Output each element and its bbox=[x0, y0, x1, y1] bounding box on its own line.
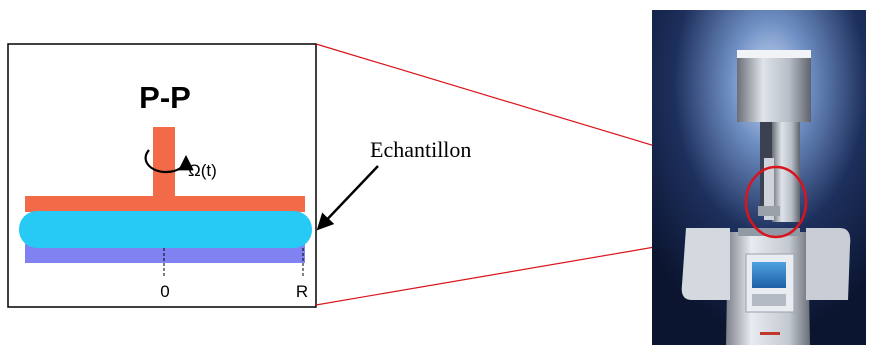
measuring-plate bbox=[738, 228, 800, 236]
axis-zero-label: 0 bbox=[160, 282, 169, 301]
motor-head-top bbox=[737, 50, 811, 58]
axis-radius-label: R bbox=[296, 282, 308, 301]
rheometer-photo bbox=[652, 10, 866, 345]
accent-stripe bbox=[760, 332, 780, 335]
highlight-circle bbox=[744, 165, 808, 239]
upper-plate bbox=[25, 196, 305, 212]
spindle-tip bbox=[758, 206, 780, 216]
upper-plate-shaft bbox=[153, 127, 175, 199]
rotation-label: Ω(t) bbox=[188, 161, 217, 180]
base-left-wing bbox=[681, 228, 730, 300]
curved-arrow-icon bbox=[144, 149, 194, 174]
base-right-wing bbox=[806, 228, 851, 300]
button-row bbox=[752, 294, 786, 306]
schematic-title: P-P bbox=[139, 80, 191, 115]
display-screen bbox=[752, 262, 786, 288]
schematic-panel: P-P Ω(t) 0 R bbox=[7, 43, 317, 308]
arrow-icon bbox=[316, 165, 379, 231]
motor-head bbox=[737, 50, 811, 122]
sample-label: Echantillon bbox=[370, 137, 471, 162]
sample-layer bbox=[19, 211, 312, 248]
spindle bbox=[764, 158, 774, 220]
lower-plate bbox=[25, 244, 305, 263]
column bbox=[772, 122, 800, 222]
